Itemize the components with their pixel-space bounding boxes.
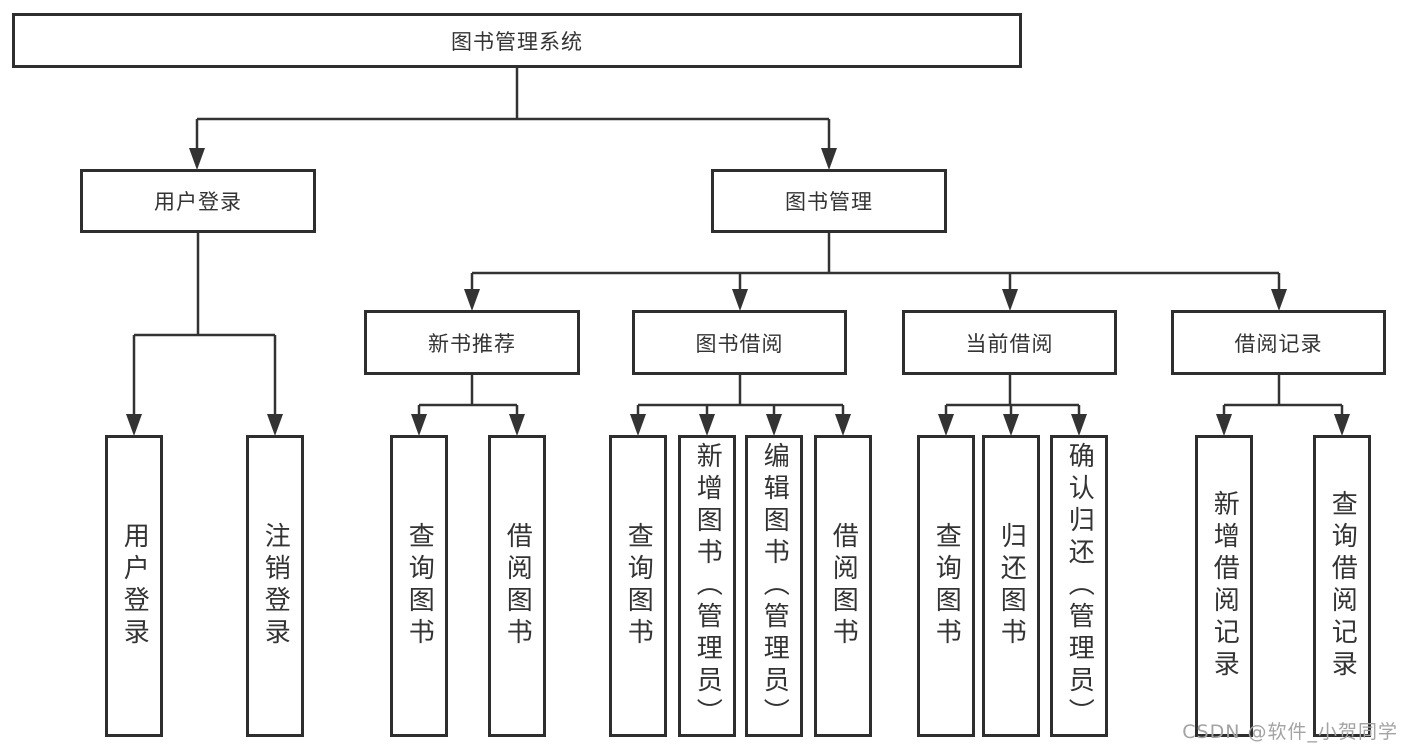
node-label: 新增图书（管理员）: [692, 442, 723, 730]
node-label: 借阅图书: [828, 522, 859, 650]
leaf-edit-book-admin: 编辑图书（管理员）: [745, 435, 803, 737]
connector-userlogin-to-leaves: [126, 233, 283, 436]
node-label: 查询图书: [623, 522, 654, 650]
connector-records-to-leaves: [1216, 375, 1350, 436]
node-book-management: 图书管理: [711, 169, 947, 233]
node-label: 查询借阅记录: [1327, 490, 1358, 682]
node-user-login: 用户登录: [80, 169, 316, 233]
leaf-return-book: 归还图书: [982, 435, 1040, 737]
node-label: 查询图书: [931, 522, 962, 650]
connector-root-to-level2: [189, 68, 837, 170]
node-label: 查询图书: [404, 522, 435, 650]
leaf-query-books-borrow: 查询图书: [609, 435, 667, 737]
leaf-query-books-current: 查询图书: [917, 435, 975, 737]
node-label: 新增借阅记录: [1209, 490, 1240, 682]
leaf-add-book-admin: 新增图书（管理员）: [678, 435, 736, 737]
node-label: 归还图书: [996, 522, 1027, 650]
leaf-confirm-return-admin: 确认归还（管理员）: [1050, 435, 1108, 737]
node-label: 确认归还（管理员）: [1064, 442, 1095, 730]
node-system-root: 图书管理系统: [12, 13, 1022, 68]
node-label: 图书借阅: [695, 331, 784, 356]
leaf-logout: 注销登录: [246, 435, 304, 737]
node-label: 借阅图书: [502, 522, 533, 650]
connector-current-to-leaves: [938, 375, 1087, 436]
leaf-borrow-books-borrow: 借阅图书: [814, 435, 872, 737]
watermark: CSDN @软件_小贺同学: [1182, 721, 1398, 743]
connector-borrow-to-leaves: [630, 375, 851, 436]
node-label: 当前借阅: [965, 331, 1054, 356]
node-new-book-recommend: 新书推荐: [364, 310, 580, 375]
node-borrow-records: 借阅记录: [1171, 310, 1386, 375]
node-current-borrow: 当前借阅: [902, 310, 1117, 375]
connector-bookmgmt-to-level3: [464, 233, 1287, 311]
connector-recommend-to-leaves: [411, 375, 525, 436]
leaf-add-borrow-record: 新增借阅记录: [1195, 435, 1253, 737]
node-label: 用户登录: [119, 522, 150, 650]
node-label: 编辑图书（管理员）: [759, 442, 790, 730]
leaf-user-login: 用户登录: [105, 435, 163, 737]
leaf-query-borrow-record: 查询借阅记录: [1313, 435, 1371, 737]
node-label: 借阅记录: [1234, 331, 1323, 356]
node-label: 图书管理系统: [451, 29, 583, 54]
leaf-query-books-recommend: 查询图书: [390, 435, 448, 737]
leaf-borrow-books-recommend: 借阅图书: [488, 435, 546, 737]
node-label: 新书推荐: [428, 331, 516, 356]
node-label: 图书管理: [785, 190, 873, 214]
node-label: 用户登录: [154, 190, 242, 214]
node-label: 注销登录: [260, 522, 291, 650]
node-book-borrow: 图书借阅: [632, 310, 847, 375]
